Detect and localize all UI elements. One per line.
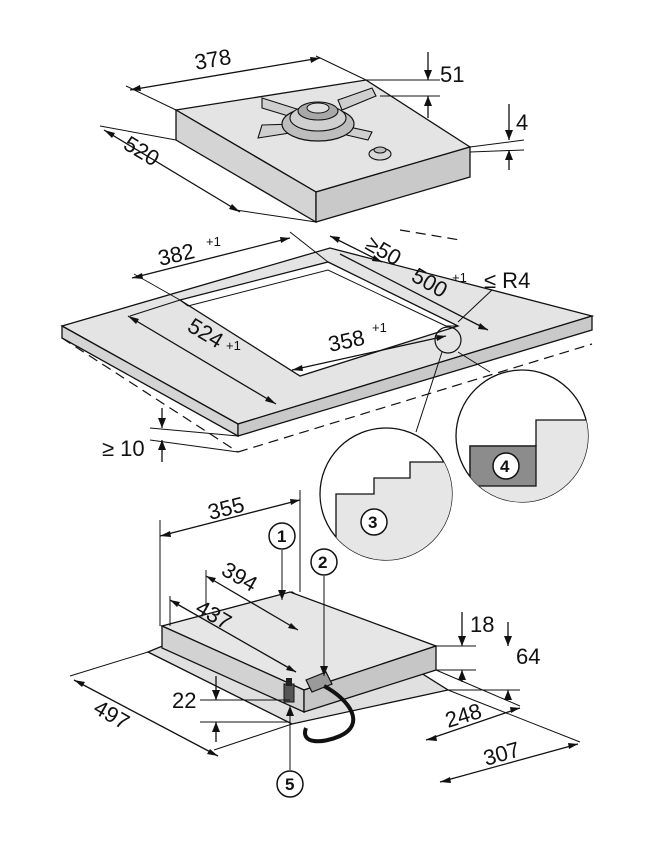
cutout-depth-tolerance: +1: [226, 338, 241, 353]
callout-1: [268, 522, 296, 550]
underside-64-label: 64: [516, 644, 540, 669]
hob-underside-view: 355 394 437 497 22 18: [69, 490, 581, 798]
underside-307-label: 307: [480, 737, 522, 771]
svg-text:1: 1: [277, 527, 286, 546]
worktop-cutout-view: 382 +1 ≥50 500 +1 ≤ R4 524 +1 358 +1: [60, 229, 595, 462]
underside-width-label: 355: [205, 492, 247, 525]
control-knob: [368, 146, 392, 161]
underside-18-label: 18: [470, 612, 494, 637]
glass-thickness-label: 4: [516, 110, 528, 135]
cutout-total-depth-tolerance: +1: [452, 270, 467, 285]
gas-burner: [281, 101, 355, 142]
hob-top-view: 378 520 51 4: [99, 44, 528, 224]
cutout-width-tolerance: +1: [206, 234, 221, 249]
detail-4: 4: [455, 369, 589, 503]
svg-text:5: 5: [285, 775, 294, 794]
underside-22-label: 22: [172, 688, 196, 713]
worktop-side-edge: [237, 315, 593, 437]
svg-text:3: 3: [368, 513, 377, 532]
detail-marker-circle: [434, 326, 462, 354]
callout-4: [492, 452, 520, 480]
underside-394-label: 394: [218, 557, 262, 597]
detail-3: 3: [319, 427, 453, 561]
cutout-width-label: 382: [156, 238, 197, 271]
svg-text:2: 2: [318, 553, 327, 572]
cutout-inner-width-tolerance: +1: [372, 320, 387, 335]
hob-width-label: 378: [193, 44, 234, 75]
svg-text:4: 4: [500, 457, 510, 476]
underside-depth-label: 497: [90, 695, 134, 735]
corner-radius-label: ≤ R4: [484, 268, 530, 293]
callout-2: [310, 548, 338, 576]
callout-5: [276, 770, 304, 798]
power-connection: [303, 671, 356, 744]
gas-connection: [283, 678, 295, 703]
underside-248-label: 248: [442, 698, 484, 733]
min-worktop-thickness-label: ≥ 10: [102, 436, 145, 461]
hob-side-face: [315, 146, 471, 223]
hob-height-label: 51: [440, 62, 464, 87]
callout-3: [360, 508, 388, 536]
